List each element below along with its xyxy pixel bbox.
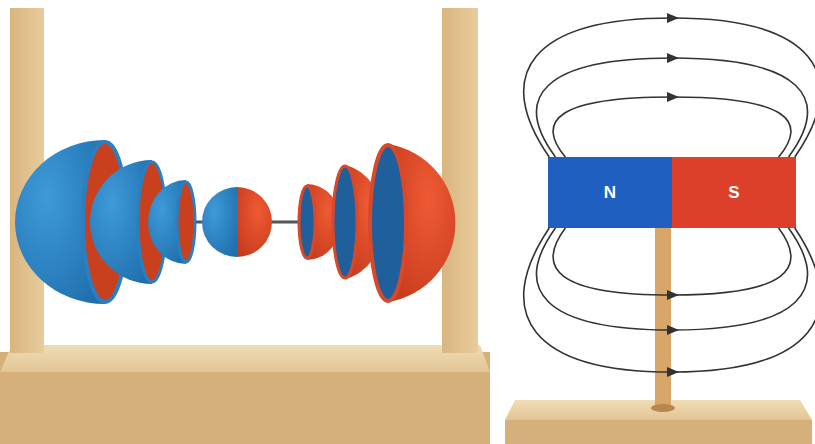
field-line <box>537 228 808 335</box>
field-line <box>537 53 808 157</box>
sphere-half <box>202 187 237 257</box>
field-line-path <box>537 228 808 330</box>
hemisphere-interior <box>333 166 357 278</box>
magnet-pole: N <box>548 157 672 228</box>
hemisphere-interior <box>299 186 315 258</box>
wooden-frame <box>0 8 490 444</box>
pole-foot <box>651 404 675 412</box>
field-line-path <box>524 18 815 157</box>
arrow-head <box>667 290 679 300</box>
arrow-head <box>667 13 679 23</box>
field-line <box>524 13 815 157</box>
hemisphere-shells <box>15 140 455 304</box>
frame-post <box>442 8 478 353</box>
field-line-path <box>553 97 791 157</box>
pole-label: N <box>604 183 616 203</box>
field-line <box>553 228 791 300</box>
magnet-stand <box>505 228 812 444</box>
field-line-path <box>537 58 808 157</box>
arrow-head <box>667 325 679 335</box>
arrow-head <box>667 367 679 377</box>
field-line-path <box>524 228 815 372</box>
arrow-head <box>667 53 679 63</box>
stand-pole <box>655 228 671 410</box>
hemisphere-interior <box>370 145 406 301</box>
field-line <box>553 92 791 157</box>
pole-label: S <box>728 183 739 203</box>
field-line <box>524 228 815 377</box>
arrow-head <box>667 92 679 102</box>
frame-base-top <box>0 345 490 372</box>
field-line-path <box>553 228 791 295</box>
sphere-half <box>237 187 272 257</box>
hemisphere-interior <box>177 182 195 262</box>
magnet-pole: S <box>672 157 796 228</box>
stand-base <box>505 420 812 444</box>
